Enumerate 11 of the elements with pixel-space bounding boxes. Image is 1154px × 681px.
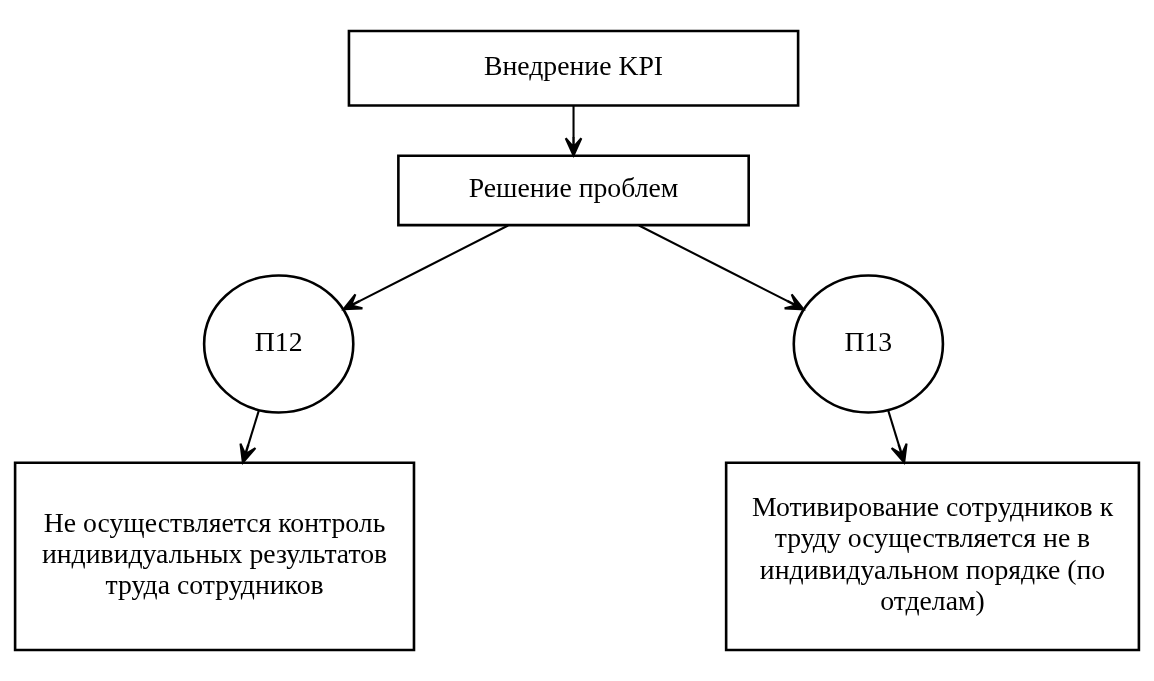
arrow (239, 409, 260, 464)
arrow (564, 105, 583, 157)
node-circle: П13 (792, 274, 945, 414)
node-box: Мотивирование сотрудников к труду осуществляется не в индивидуальном порядке (по отделам) (724, 461, 1141, 652)
arrow (342, 224, 509, 311)
arrow (638, 224, 805, 311)
node-box: Внедрение KPI (347, 29, 800, 107)
arrow (887, 409, 908, 464)
node-circle: П12 (202, 274, 355, 414)
node-box: Не осуществляется контроль индивидуальных результатов труда сотрудников (13, 461, 416, 652)
node-box: Решение проблем (397, 154, 750, 227)
